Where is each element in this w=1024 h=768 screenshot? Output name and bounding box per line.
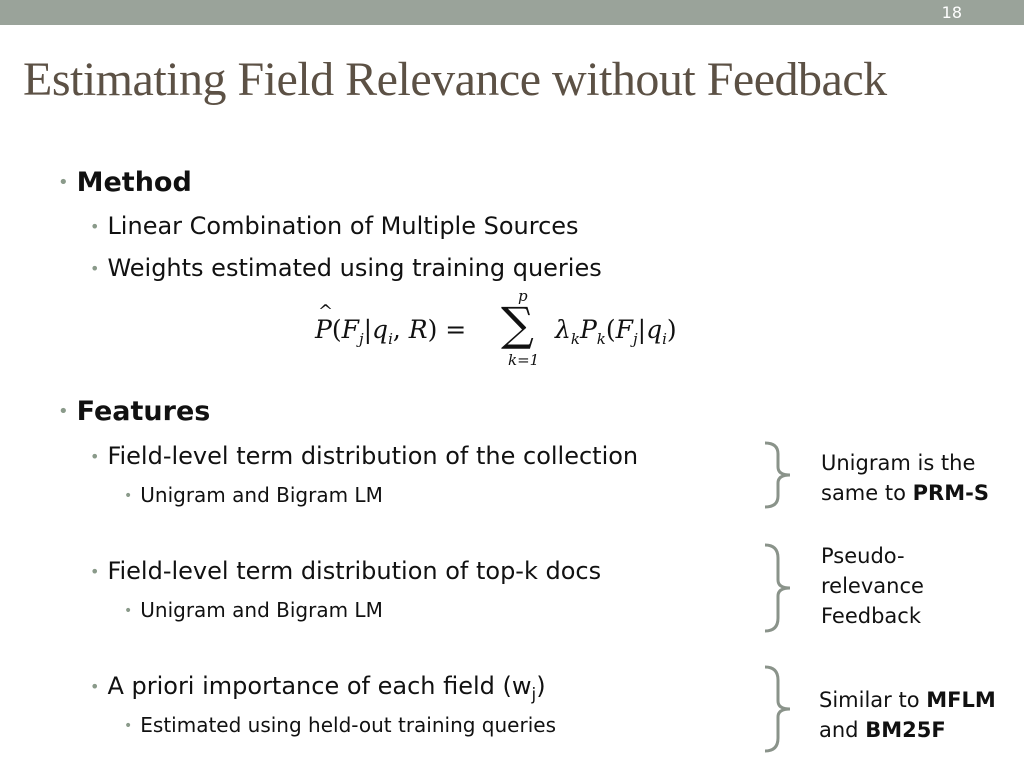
formula-sum-lower: k=1 [508,351,540,369]
feature-label-subscript: j [531,683,537,704]
bullet-method-item-2: • Weights estimated using training querie… [90,254,602,282]
formula: P(Fj|qi, R) = p ∑ k=1 λkPk(Fj|qi) [315,287,725,382]
note-bold-text: MFLM [926,688,996,712]
feature-sub-text: Unigram and Bigram LM [140,598,383,622]
note-line: Pseudo- [821,544,905,568]
brace-icon [762,440,792,510]
bullet-dot: • [90,217,100,236]
bullet-dot: • [90,677,100,696]
brace-icon [762,542,792,634]
brace-icon [762,664,792,754]
note-text: Similar to [819,688,920,712]
bullet-feature-1: • Field-level term distribution of the co… [90,442,638,470]
top-bar: 18 [0,0,1024,25]
feature-label: Field-level term distribution of the col… [107,442,639,470]
formula-lhs: P(Fj|qi, R) = [315,301,466,348]
note-line: Feedback [821,604,922,628]
bullet-dot: • [58,401,69,422]
bullet-feature-3-sub: • Estimated using held-out training queri… [124,713,556,737]
bullet-dot: • [124,488,133,504]
note-line: Similar to MFLM [819,685,996,715]
formula-rhs: λkPk(Fj|qi) [555,315,677,348]
bullet-feature-3: • A priori importance of each field (wj) [90,672,546,704]
bullet-dot: • [124,603,133,619]
note-text: Unigram is the same to [821,451,976,505]
note-line: relevance [821,574,924,598]
bullet-feature-1-sub: • Unigram and Bigram LM [124,483,383,507]
method-item-text: Linear Combination of Multiple Sources [107,212,579,240]
bullet-features: • Features [58,396,210,427]
formula-sum-upper: p [518,287,528,305]
method-heading: Method [76,167,192,198]
note-text: and [819,718,859,742]
bullet-dot: • [90,259,100,278]
note-prf: Pseudo- relevance Feedback [821,541,924,631]
slide-number: 18 [941,3,962,22]
feature-sub-text: Estimated using held-out training querie… [140,713,556,737]
bullet-dot: • [124,718,133,734]
bullet-method: • Method [58,167,192,198]
bullet-dot: • [90,447,100,466]
note-mflm: Similar to MFLM and BM25F [819,685,996,745]
feature-label: A priori importance of each field (w [107,672,532,700]
feature-label: Field-level term distribution of top-k d… [107,557,602,585]
bullet-dot: • [58,172,69,193]
method-item-text: Weights estimated using training queries [107,254,602,282]
bullet-dot: • [90,562,100,581]
bullet-feature-2-sub: • Unigram and Bigram LM [124,598,383,622]
note-line: and BM25F [819,715,996,745]
feature-label-end: ) [536,672,546,700]
feature-sub-text: Unigram and Bigram LM [140,483,383,507]
slide-title: Estimating Field Relevance without Feedb… [23,53,887,106]
bullet-method-item-1: • Linear Combination of Multiple Sources [90,212,579,240]
bullet-feature-2: • Field-level term distribution of top-k … [90,557,601,585]
features-heading: Features [76,396,211,427]
note-bold-text: PRM-S [912,481,989,505]
note-prm-s: Unigram is the same to PRM-S [821,448,1011,508]
note-bold-text: BM25F [865,718,946,742]
sum-symbol: ∑ [501,297,534,351]
